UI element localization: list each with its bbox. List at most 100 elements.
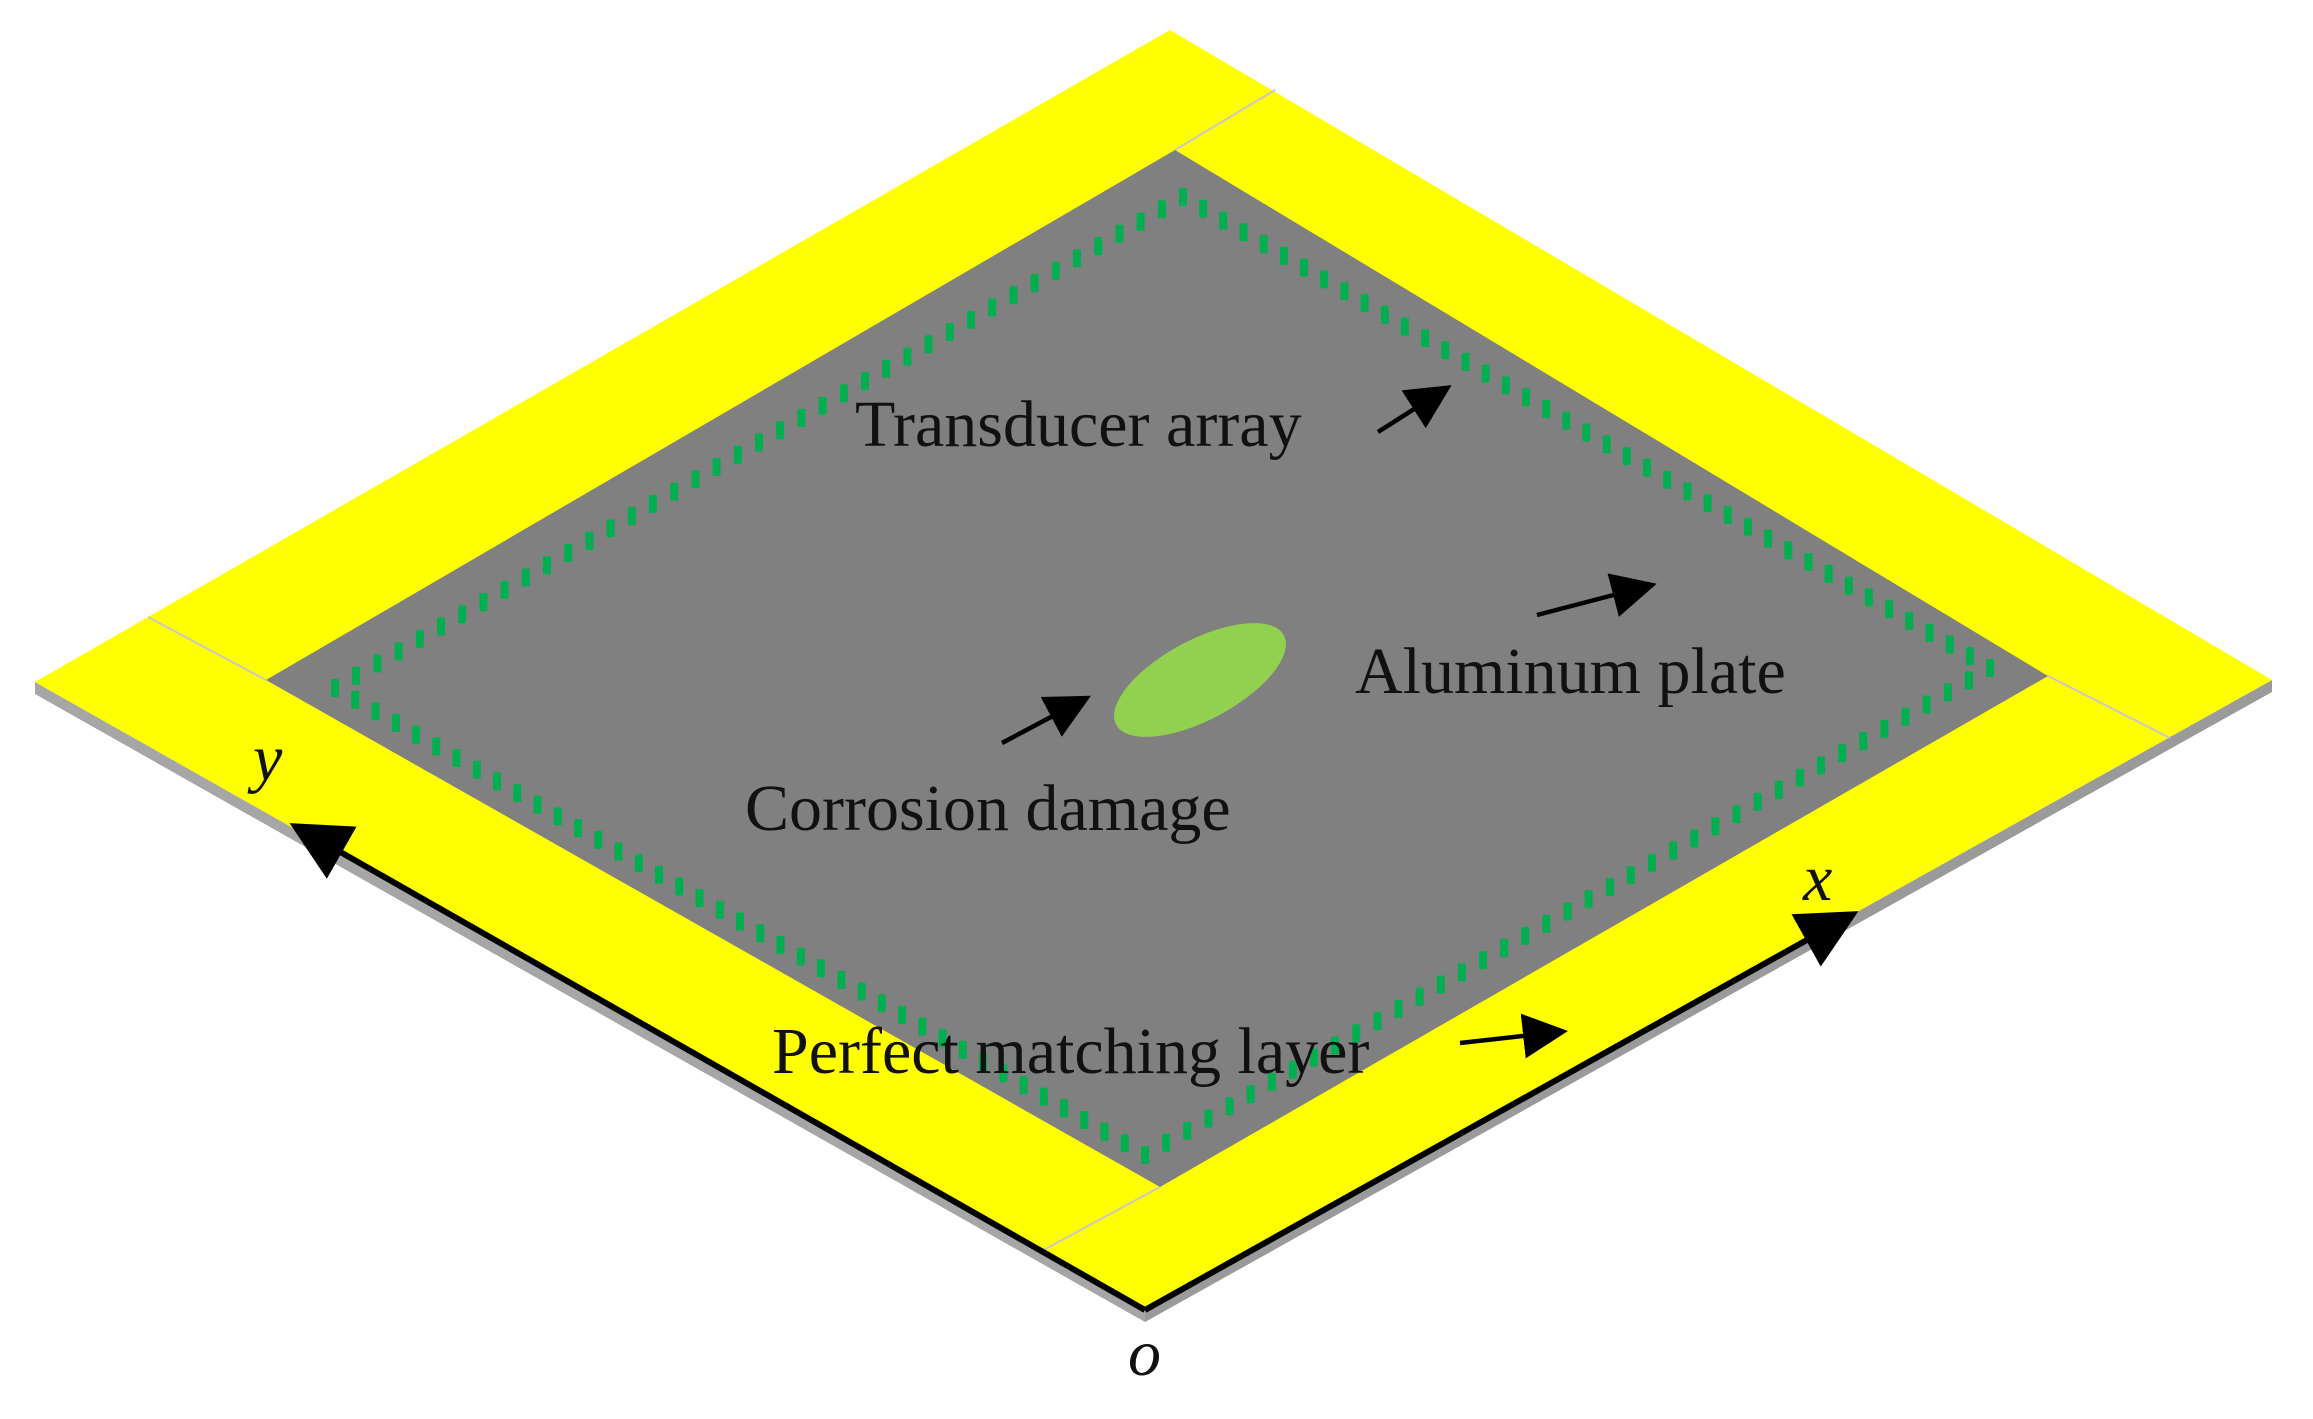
transducer-array [331,188,1994,1164]
transducer-element [1094,237,1103,256]
transducer-element [564,544,573,562]
transducer-element [1522,388,1530,407]
transducer-element [1605,878,1614,897]
transducer-element [1943,683,1952,702]
transducer-element [1136,212,1145,231]
transducer-element [1743,517,1752,536]
transducer-element [1288,1060,1297,1079]
transducer-element [1115,224,1124,243]
transducer-element [837,970,846,989]
transducer-element [1901,707,1910,726]
transducer-element [1060,1099,1068,1118]
transducer-element [1246,1085,1255,1104]
transducer-element [634,854,643,873]
transducer-element [670,482,679,501]
transducer-element [1162,1133,1171,1152]
pml-seams [147,89,2171,1253]
transducer-element [614,842,623,861]
transducer-element [1925,623,1934,642]
transducer-element [1711,817,1720,836]
transducer-element [736,912,744,931]
transducer-element [1663,470,1672,489]
transducer-element [903,347,912,366]
corrosion-damage [1114,623,1286,737]
transducer-element [1986,659,1994,677]
transducer-element [1080,1111,1089,1129]
transducer-element [691,470,700,489]
transducer-element [606,519,615,538]
perfect-matching-layer-arrow [1459,1013,1568,1059]
transducer-element [533,795,542,814]
transducer-element [1690,829,1699,848]
transducer-element [1964,671,1973,690]
transducer-element [695,889,704,908]
transducer-element [543,556,551,575]
transducer-element [945,323,954,341]
x-axis-label: x [1802,842,1832,915]
transducer-element [371,702,380,721]
transducer-element [1945,635,1954,654]
transducer-element [1141,1146,1149,1164]
x-axis-arrow [1143,911,1859,1313]
transducer-element [1183,1121,1192,1140]
transducer-element [574,819,582,838]
transducer-element [924,335,933,354]
origin-label: o [1128,1317,1161,1390]
transducer-element [1179,188,1187,206]
transducer-element [918,1017,927,1036]
transducer-element [1279,246,1288,265]
transducer-element [1922,695,1931,714]
transducer-element [1885,600,1894,619]
transducer-element [1859,732,1868,750]
transducer-element [675,877,684,896]
transducer-element [1157,200,1166,219]
transducer-element [818,396,827,415]
corrosion-damage-arrow [1000,695,1091,745]
perfect-matching-layer-label: Perfect matching layer [772,1015,1369,1088]
transducer-element [1584,890,1593,909]
transducer-element [817,959,825,978]
transducer-element [1039,1087,1048,1106]
transducer-element [1204,1109,1213,1128]
transducer-element [1784,541,1793,560]
transducer-element [1804,553,1813,571]
transducer-element [1267,1073,1276,1091]
transducer-element [1764,529,1773,548]
transducer-element [839,384,848,403]
transducer-element [1373,1012,1382,1031]
transducer-element [988,298,997,317]
transducer-element [1817,756,1825,775]
transducer-array-arrow [1376,385,1452,434]
transducer-element [1073,249,1081,268]
transducer-element [394,642,403,661]
transducer-element [1051,261,1060,280]
transducer-element [756,924,765,943]
transducer-element [877,994,886,1013]
transducer-element [958,1040,967,1059]
transducer-element [1643,458,1651,477]
transducer-element [1380,305,1389,324]
transducer-element [1030,273,1039,292]
transducer-element [1441,341,1450,360]
transducer-element [373,654,382,673]
y-axis-label: y [247,722,283,795]
transducer-element [1563,902,1572,921]
transducer-element [712,458,721,476]
transducer-element [1864,588,1873,607]
aluminum-plate-label: Aluminum plate [1355,635,1786,708]
transducer-element [655,865,663,884]
transducer-element [715,900,724,919]
transducer-element [1352,1024,1361,1043]
transducer-element [733,445,742,464]
corrosion-damage-label: Corrosion damage [745,772,1231,845]
transducer-element [1795,768,1804,787]
plate-edge-right [1145,680,2272,1322]
transducer-element [1019,1076,1028,1094]
transducer-element [493,772,501,791]
transducer-element [1457,963,1466,982]
transducer-element [1838,744,1847,763]
transducer-element [1436,975,1445,994]
transducer-element [1905,611,1914,630]
transducer-element [452,749,461,767]
